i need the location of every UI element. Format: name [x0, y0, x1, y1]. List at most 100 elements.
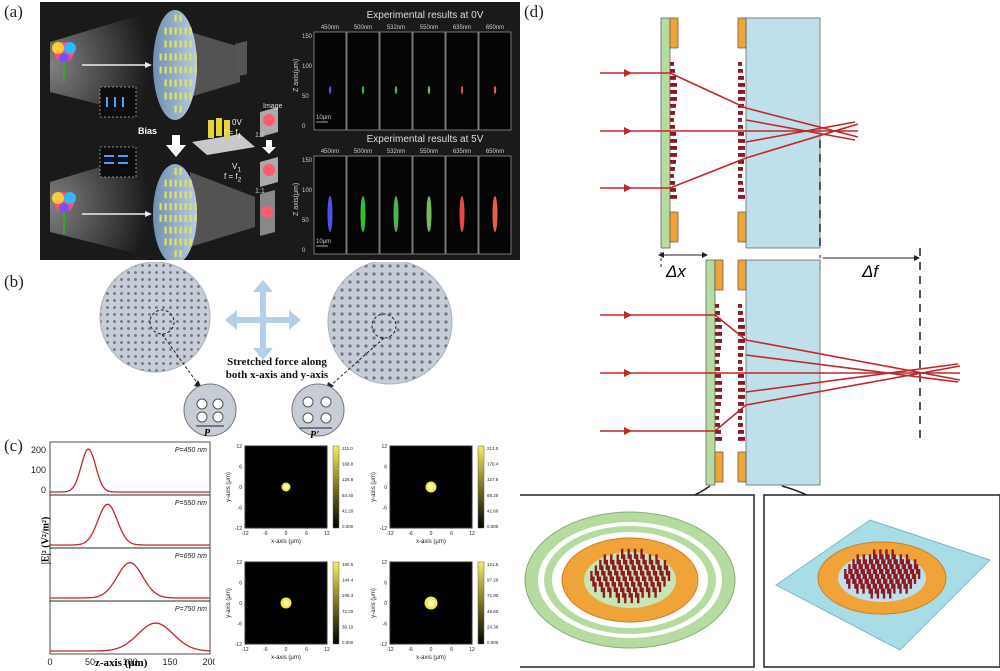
focal-spot-maps: 211.0168.8126.684.4042.200.000-12-12-6-6…	[226, 444, 499, 661]
map-x-tick: -6	[408, 647, 413, 653]
delta-x-label: Δx	[666, 262, 686, 281]
wavelength-label: 500nm	[354, 149, 372, 155]
wavelength-label: 550nm	[420, 25, 438, 31]
map-y-tick: 12	[236, 560, 242, 566]
map-y-tick: -6	[238, 506, 243, 512]
map-x-label: x-axis (μm)	[271, 539, 301, 545]
map-y-tick: -12	[380, 526, 387, 532]
colorbar-tick: 36.10	[342, 624, 354, 629]
colorbar	[477, 561, 485, 645]
focal-spot	[394, 86, 398, 94]
nanopillars-top	[159, 14, 197, 113]
map-x-tick: -6	[263, 531, 268, 537]
focal-spot	[427, 86, 431, 94]
map-y-tick: 6	[384, 465, 387, 471]
map-y-tick: 12	[381, 560, 387, 566]
map-x-tick: 12	[469, 647, 475, 653]
map-y-label: y-axis (μm)	[371, 472, 377, 502]
map-x-tick: -12	[386, 647, 393, 653]
substrate-chip	[192, 134, 255, 155]
intensity-curve	[50, 448, 210, 493]
exp-frame	[379, 31, 413, 131]
exp-title-0v: Experimental results at 0V	[366, 10, 484, 21]
map-y-tick: -6	[383, 622, 388, 628]
map-y-tick: -12	[380, 642, 387, 648]
colorbar-tick: 42.60	[487, 508, 499, 513]
panel-b-illustration	[99, 262, 453, 437]
metasurface-unstretched	[99, 262, 211, 373]
map-y-tick: 6	[239, 465, 242, 471]
panel-label-b: (b)	[4, 272, 24, 291]
colorbar-tick: 97.20	[487, 578, 499, 583]
map-y-tick: 6	[239, 581, 242, 587]
glass-substrate-top	[745, 17, 821, 249]
wavelength-label: 500nm	[354, 25, 372, 31]
delta-f-label: Δf	[862, 262, 879, 281]
map-y-tick: -12	[235, 526, 242, 532]
z-tick-label: 0	[302, 248, 306, 254]
wavelength-label: 532nm	[387, 25, 405, 31]
stretch-caption: Stretched force along both x-axis and y-…	[225, 356, 329, 381]
map-x-tick: 6	[450, 647, 453, 653]
map-x-tick: 0	[430, 531, 433, 537]
bias-label: Bias	[138, 126, 158, 136]
wavelength-label: 450nm	[321, 149, 339, 155]
intensity-curve	[50, 622, 211, 652]
map-x-tick: 12	[469, 531, 475, 537]
x-tick-label: 200	[202, 657, 215, 667]
map-x-tick: 6	[305, 647, 308, 653]
map-y-label: y-axis (μm)	[226, 472, 232, 502]
panel-label-a: (a)	[4, 2, 23, 21]
exp-title-5v: Experimental results at 5V	[366, 134, 484, 145]
period-label: P=450 nm	[175, 447, 207, 454]
map-x-tick: -12	[241, 531, 248, 537]
colorbar-tick: 126.6	[342, 477, 354, 482]
unit-cell-left	[183, 383, 237, 437]
panel-a-illustration	[50, 10, 278, 260]
focused-beam-top	[190, 32, 240, 97]
y-tick-label: 0	[41, 485, 46, 495]
exp-frame	[313, 31, 347, 131]
metalens-bottom	[153, 164, 197, 260]
focal-map	[389, 561, 473, 645]
wavelength-label: 635nm	[453, 149, 471, 155]
nanopillars-bottom	[159, 167, 197, 258]
image-plane-top	[235, 41, 247, 77]
z-tick-label: 100	[302, 188, 313, 194]
map-x-tick: 6	[450, 531, 453, 537]
exp-frame	[478, 31, 512, 131]
map-x-tick: 0	[285, 647, 288, 653]
colorbar-tick: 72.90	[487, 593, 499, 598]
colorbar-tick: 72.20	[342, 609, 354, 614]
incident-beam-bottom	[50, 152, 150, 257]
exp-frame	[346, 31, 380, 131]
panel-d-illustration	[520, 17, 1000, 668]
map-y-tick: 0	[239, 601, 242, 607]
focal-spot	[459, 196, 465, 232]
map-y-tick: 0	[239, 485, 242, 491]
y-tick-label: 200	[31, 445, 46, 455]
wavelength-label: 450nm	[321, 25, 339, 31]
map-y-tick: 0	[384, 485, 387, 491]
intensity-curve	[50, 562, 210, 599]
map-x-tick: 6	[305, 531, 308, 537]
focal-spot	[493, 86, 497, 94]
colorbar-tick: 85.20	[487, 493, 499, 498]
x-tick-label: 50	[85, 657, 95, 667]
focal-spot	[328, 86, 332, 94]
period-label: p	[200, 140, 204, 147]
map-x-label: x-axis (μm)	[271, 655, 301, 661]
colorbar-tick: 108.3	[342, 593, 354, 598]
intensity-curve	[50, 503, 210, 546]
config-bottom	[600, 259, 961, 486]
bias-arrow	[166, 135, 186, 157]
unit-cell-right	[291, 383, 345, 437]
ratio-bottom: 1:1	[255, 188, 265, 195]
panel-label-d: (d)	[524, 2, 544, 21]
map-y-label: y-axis (μm)	[371, 588, 377, 618]
colorbar-tick: 48.60	[487, 609, 499, 614]
map-y-tick: 12	[236, 444, 242, 450]
map-x-tick: 12	[324, 647, 330, 653]
